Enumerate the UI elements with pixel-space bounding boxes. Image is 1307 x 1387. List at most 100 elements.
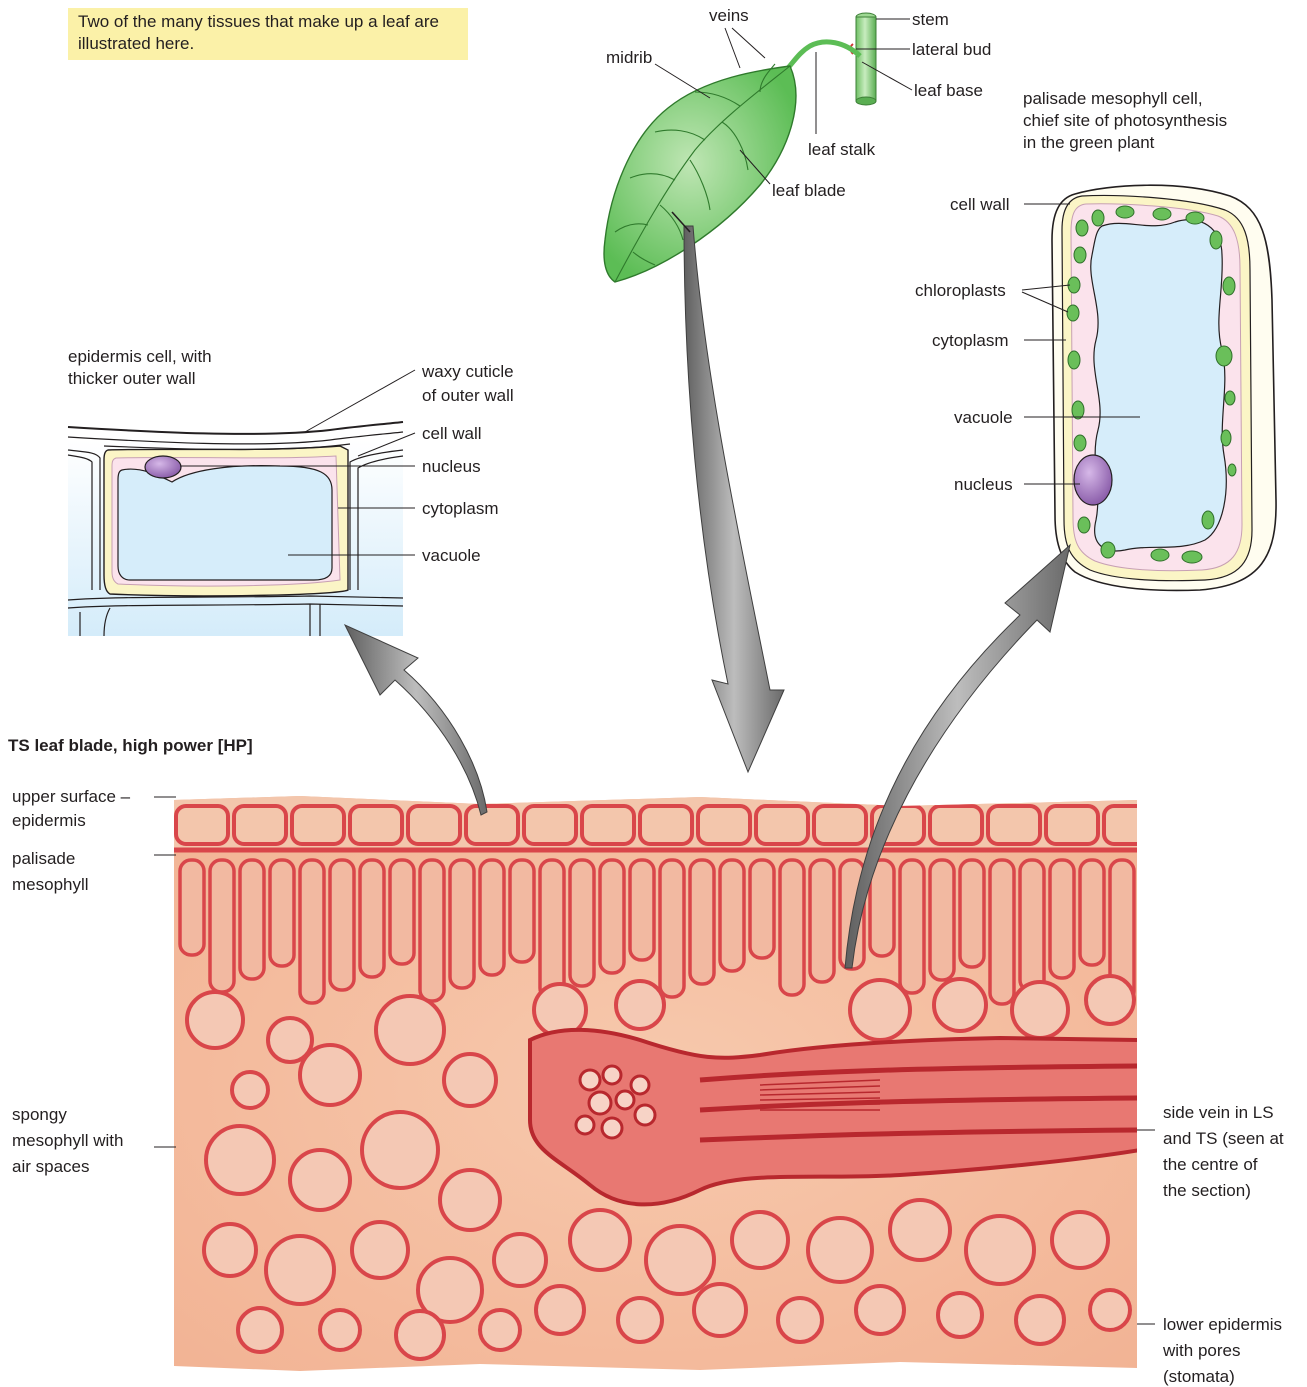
palisade-column-cell — [1050, 860, 1074, 978]
palisade-column-cell — [270, 860, 294, 966]
palisade-label-vacuole: vacuole — [954, 408, 1013, 427]
palisade-column-cell — [330, 860, 354, 990]
svg-text:epidermis cell, with: epidermis cell, with — [68, 347, 212, 366]
palisade-column-cell — [390, 860, 414, 964]
palisade-column-cell — [180, 860, 204, 955]
palisade-cell-illustration — [1052, 185, 1276, 590]
epidermis-nucleus — [145, 456, 181, 478]
spongy-mesophyll-cell — [362, 1112, 438, 1188]
epidermis-label-nucleus: nucleus — [422, 457, 481, 476]
epidermis-label-cytoplasm: cytoplasm — [422, 499, 499, 518]
spongy-mesophyll-cell — [808, 1218, 872, 1282]
section-label-upper-1: upper surface – — [12, 787, 131, 806]
section-label-vein-2: and TS (seen at — [1163, 1129, 1284, 1148]
label-veins: veins — [709, 6, 749, 25]
palisade-column-cell — [1020, 860, 1044, 991]
spongy-mesophyll-cell — [206, 1126, 274, 1194]
spongy-mesophyll-cell — [890, 1200, 950, 1260]
palisade-column-cell — [900, 860, 924, 993]
spongy-mesophyll-cell — [444, 1054, 496, 1106]
label-leaf-stalk: leaf stalk — [808, 140, 876, 159]
epidermis-title-2: thicker outer wall — [68, 369, 196, 388]
spongy-mesophyll-cell — [480, 1310, 520, 1350]
palisade-column-cell — [1080, 860, 1104, 965]
epidermis-label-vacuole: vacuole — [422, 546, 481, 565]
palisade-column-cell — [690, 860, 714, 984]
palisade-label-cell-wall: cell wall — [950, 195, 1010, 214]
spongy-mesophyll-cell — [778, 1298, 822, 1342]
arrow-to-epidermis — [345, 625, 487, 815]
epidermis-title-bold: epidermis cell — [68, 347, 172, 366]
palisade-column-cell — [720, 860, 744, 971]
spongy-mesophyll-cell — [732, 1212, 788, 1268]
palisade-column-cell — [750, 860, 774, 958]
spongy-mesophyll-cell — [352, 1222, 408, 1278]
palisade-title-comma: , — [1198, 89, 1203, 108]
palisade-column-cell — [630, 860, 654, 960]
spongy-mesophyll-cell — [266, 1236, 334, 1304]
spongy-mesophyll-cell — [290, 1150, 350, 1210]
palisade-column-cell — [600, 860, 624, 973]
palisade-column-cell — [810, 860, 834, 982]
section-label-vein-4: the section) — [1163, 1181, 1251, 1200]
label-leaf-blade: leaf blade — [772, 181, 846, 200]
palisade-column-cell — [660, 860, 684, 997]
spongy-mesophyll-cell — [856, 1286, 904, 1334]
spongy-mesophyll-cell — [204, 1224, 256, 1276]
spongy-mesophyll-cell — [1090, 1290, 1130, 1330]
epidermis-cell-illustration — [68, 422, 403, 636]
spongy-mesophyll-cell — [938, 1293, 982, 1337]
stem-shape — [856, 13, 876, 105]
spongy-mesophyll-cell — [618, 1298, 662, 1342]
palisade-column-cell — [960, 860, 984, 967]
spongy-mesophyll-cell — [1086, 976, 1134, 1024]
palisade-column-cell — [780, 860, 804, 995]
palisade-column-cell — [930, 860, 954, 980]
spongy-mesophyll-cell — [646, 1226, 714, 1294]
spongy-mesophyll-cell — [187, 992, 243, 1048]
section-label-lower-2: with pores — [1162, 1341, 1240, 1360]
section-label-palisade-2: mesophyll — [12, 875, 89, 894]
spongy-mesophyll-cell — [616, 981, 664, 1029]
section-title: TS leaf blade, high power [HP] — [8, 736, 253, 755]
palisade-column-cell — [210, 860, 234, 992]
epidermis-label-cuticle-1: waxy cuticle — [421, 362, 514, 381]
palisade-nucleus — [1074, 455, 1112, 505]
spongy-mesophyll-cell — [1016, 1296, 1064, 1344]
spongy-mesophyll-cell — [966, 1216, 1034, 1284]
epidermis-vacuole — [118, 466, 332, 580]
palisade-column-cell — [540, 860, 564, 999]
palisade-column-cell — [570, 860, 594, 986]
section-label-spongy-3: air spaces — [12, 1157, 89, 1176]
palisade-subtitle-2: in the green plant — [1023, 133, 1155, 152]
label-stem: stem — [912, 10, 949, 29]
palisade-title-bold: palisade mesophyll cell — [1023, 89, 1198, 108]
palisade-title: palisade mesophyll cell, chief site of p… — [1023, 89, 1227, 152]
spongy-mesophyll-cell — [376, 996, 444, 1064]
section-label-spongy-1: spongy — [12, 1105, 67, 1124]
spongy-mesophyll-cell — [694, 1284, 746, 1336]
palisade-column-cell — [240, 860, 264, 979]
section-label-upper-2: epidermis — [12, 811, 86, 830]
spongy-mesophyll-cell — [1052, 1212, 1108, 1268]
label-leaf-base: leaf base — [914, 81, 983, 100]
section-label-lower-1: lower epidermis — [1163, 1315, 1282, 1334]
spongy-mesophyll-cell — [238, 1308, 282, 1352]
tissue-micrograph — [170, 790, 1156, 1375]
spongy-mesophyll-cell — [570, 1210, 630, 1270]
spongy-mesophyll-cell — [396, 1311, 444, 1359]
palisade-column-cell — [450, 860, 474, 988]
spongy-mesophyll-cell — [934, 979, 986, 1031]
palisade-column-cell — [420, 860, 444, 1001]
spongy-mesophyll-cell — [440, 1170, 500, 1230]
palisade-label-chloroplasts: chloroplasts — [915, 281, 1006, 300]
palisade-label-nucleus: nucleus — [954, 475, 1013, 494]
palisade-column-cell — [990, 860, 1014, 1004]
spongy-mesophyll-cell — [536, 1286, 584, 1334]
section-label-palisade-1: palisade — [12, 849, 75, 868]
label-midrib: midrib — [606, 48, 652, 67]
spongy-mesophyll-cell — [850, 980, 910, 1040]
section-label-vein-1: side vein in LS — [1163, 1103, 1274, 1122]
svg-text:palisade mesophyll cell,: palisade mesophyll cell, — [1023, 89, 1203, 108]
